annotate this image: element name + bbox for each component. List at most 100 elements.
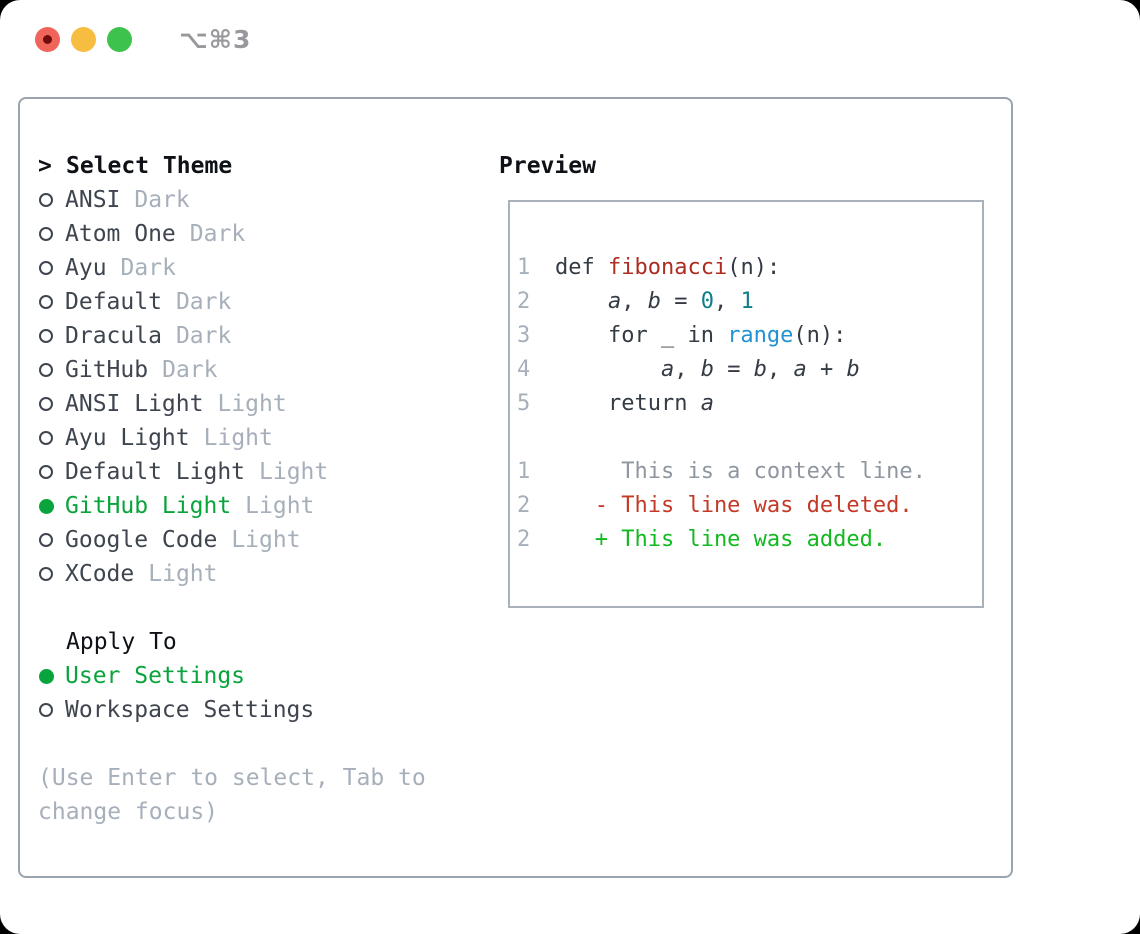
radio-unselected-icon bbox=[39, 431, 53, 445]
maximize-button[interactable] bbox=[107, 27, 132, 52]
code-token: = bbox=[713, 357, 754, 382]
apply-option-label: User Settings bbox=[65, 663, 246, 689]
theme-name: Ayu bbox=[65, 255, 107, 281]
theme-variant-label: Dark bbox=[175, 289, 232, 315]
line-content: This is a context line. bbox=[555, 459, 926, 484]
theme-option-default-light[interactable]: Default Light Light bbox=[38, 455, 426, 489]
theme-variant-label: Light bbox=[217, 391, 287, 417]
radio-unselected-icon bbox=[39, 397, 53, 411]
apply-option-workspace-settings[interactable]: Workspace Settings bbox=[38, 693, 426, 727]
close-button[interactable] bbox=[35, 27, 60, 52]
theme-variant-label: Dark bbox=[189, 221, 246, 247]
theme-name: GitHub bbox=[65, 357, 149, 383]
blank-line bbox=[517, 421, 982, 455]
code-token: b bbox=[700, 357, 714, 382]
theme-variant-label: Dark bbox=[120, 255, 176, 281]
line-content: + This line was added. bbox=[555, 527, 886, 552]
minimize-button[interactable] bbox=[71, 27, 96, 52]
radio-unselected-icon bbox=[39, 567, 53, 581]
line-content: a, b = b, a + b bbox=[555, 357, 860, 382]
code-token: , bbox=[766, 357, 794, 382]
line-content: a, b = 0, 1 bbox=[555, 289, 754, 314]
code-line-row: 4 a, b = b, a + b bbox=[517, 353, 982, 387]
close-dot-icon bbox=[43, 35, 52, 44]
code-line-row: 2 a, b = 0, 1 bbox=[517, 285, 982, 319]
code-token bbox=[555, 357, 661, 382]
apply-to-header: Apply To bbox=[66, 629, 177, 655]
theme-option-default[interactable]: Default Dark bbox=[38, 285, 426, 319]
code-token: 1 bbox=[740, 289, 754, 314]
code-token: b bbox=[647, 289, 661, 314]
code-token: 0 bbox=[700, 289, 714, 314]
code-token: , bbox=[713, 289, 741, 314]
radio-unselected-icon bbox=[39, 363, 53, 377]
line-number: 4 bbox=[517, 357, 531, 382]
select-theme-title: Select Theme bbox=[66, 153, 233, 179]
theme-option-ayu-light[interactable]: Ayu Light Light bbox=[38, 421, 426, 455]
code-token: (n): bbox=[727, 255, 781, 280]
code-token: - This line was deleted. bbox=[555, 493, 913, 518]
code-token: a bbox=[607, 289, 622, 314]
code-token: for _ in bbox=[555, 323, 728, 348]
code-token: return bbox=[555, 391, 701, 416]
line-number: 2 bbox=[517, 527, 531, 552]
theme-variant-label: Light bbox=[148, 561, 218, 587]
theme-name: Ayu Light bbox=[65, 425, 190, 451]
line-number: 2 bbox=[517, 493, 531, 518]
theme-variant-label: Dark bbox=[175, 323, 232, 349]
theme-name: ANSI Light bbox=[65, 391, 204, 417]
theme-option-dracula[interactable]: Dracula Dark bbox=[38, 319, 426, 353]
apply-option-user-settings[interactable]: User Settings bbox=[38, 659, 426, 693]
code-token: b bbox=[753, 357, 767, 382]
theme-name: XCode bbox=[65, 561, 135, 587]
theme-variant-label: Light bbox=[259, 459, 329, 485]
theme-name: Default bbox=[65, 289, 162, 315]
theme-variant-label: Light bbox=[203, 425, 273, 451]
code-token: + This line was added. bbox=[555, 527, 887, 552]
line-number: 3 bbox=[517, 323, 531, 348]
diff-line-row-context: 1 This is a context line. bbox=[517, 455, 982, 489]
code-token: range bbox=[727, 323, 794, 348]
radio-selected-icon bbox=[39, 498, 54, 514]
radio-selected-icon bbox=[39, 668, 54, 684]
radio-unselected-icon bbox=[39, 227, 53, 241]
line-content: - This line was deleted. bbox=[555, 493, 913, 518]
code-token: a bbox=[660, 357, 675, 382]
theme-name: ANSI bbox=[65, 187, 121, 213]
window-titlebar: ⌥⌘3 bbox=[35, 25, 251, 54]
code-token: (n): bbox=[793, 323, 847, 348]
code-token: b bbox=[846, 357, 860, 382]
theme-name: Dracula bbox=[65, 323, 162, 349]
code-token bbox=[555, 289, 608, 314]
theme-name: Default Light bbox=[65, 459, 246, 485]
line-content: return a bbox=[555, 391, 714, 416]
code-token: + bbox=[806, 357, 847, 382]
code-token: , bbox=[621, 289, 648, 314]
theme-option-xcode[interactable]: XCode Light bbox=[38, 557, 426, 591]
theme-variant-label: Light bbox=[231, 527, 301, 553]
line-number: 1 bbox=[517, 459, 531, 484]
spacer bbox=[38, 591, 426, 625]
code-token: This is a context line. bbox=[555, 459, 926, 484]
theme-option-ansi-light[interactable]: ANSI Light Light bbox=[38, 387, 426, 421]
code-token: def bbox=[555, 255, 608, 280]
apply-option-label: Workspace Settings bbox=[65, 697, 315, 723]
theme-option-ayu[interactable]: Ayu Dark bbox=[38, 251, 426, 285]
code-token: , bbox=[674, 357, 701, 382]
code-token: = bbox=[660, 289, 701, 314]
radio-unselected-icon bbox=[39, 465, 53, 479]
preview-header: Preview bbox=[499, 153, 596, 179]
prompt-caret-icon: > bbox=[38, 153, 52, 179]
